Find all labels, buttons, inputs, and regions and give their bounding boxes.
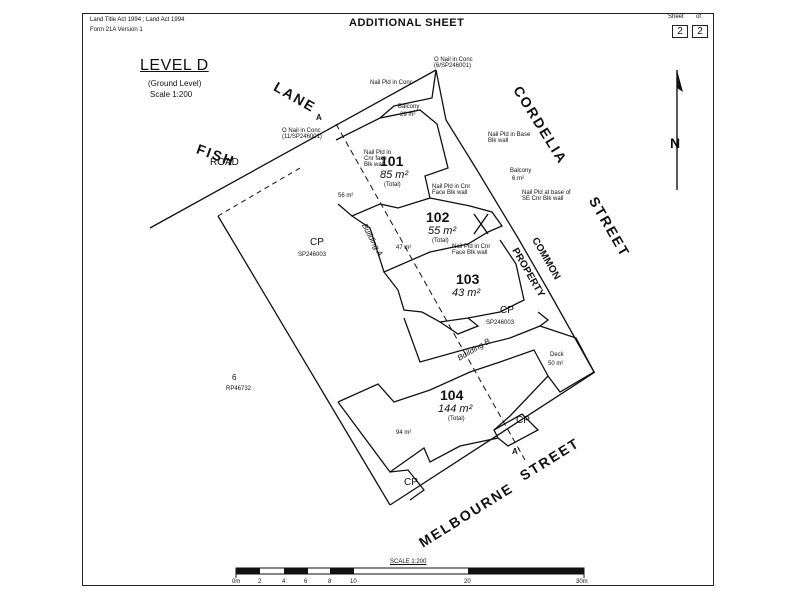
section-mark-a2: A' [512, 447, 520, 456]
lot-6-number: 6 [232, 373, 237, 382]
sheet-number-box: Sheet of 2 2 [666, 14, 712, 38]
scale-bar [235, 567, 585, 578]
lot-104-area: 144 m² [438, 403, 473, 415]
note-nail-pld: Nail Pld in Cnr face Blk wall [364, 150, 392, 168]
road-label: ROAD [210, 157, 239, 168]
deck-label: Deck [550, 352, 564, 358]
balcony-2-label: Balcony [510, 168, 532, 174]
lot-102-area: 55 m² [428, 225, 457, 237]
cp-main-label: CP [310, 237, 324, 248]
sheet-number: 2 [672, 25, 688, 38]
balcony-2-area: 6 m² [512, 176, 524, 182]
scale-tick-4: 4 [282, 579, 286, 585]
cp-box-right-label: CP [516, 415, 530, 426]
lot-101-total: (Total) [384, 182, 401, 188]
lot-104-outline [337, 349, 549, 473]
form-version: Form 21A Version 1 [90, 27, 143, 33]
scale-tick-6: 6 [304, 579, 308, 585]
lot-101-sub: 56 m² [338, 193, 354, 199]
cp-small-plan: SP246003 [486, 320, 515, 326]
plan-frame [82, 13, 714, 586]
sheet-total: 2 [692, 25, 708, 38]
lot-103-outline [383, 239, 525, 323]
cp-main-plan: SP246003 [298, 252, 327, 258]
cross-mark [473, 213, 489, 235]
deck-area: 50 m² [548, 361, 564, 367]
west-boundary [217, 215, 391, 506]
north-label: N [670, 135, 681, 151]
note-nail-conc: Nail Pld in Conc [370, 80, 413, 86]
scale-tick-20: 20 [464, 579, 471, 585]
sheet-label: Sheet [668, 14, 684, 20]
balcony-outline [379, 69, 437, 119]
scale-tick-8: 8 [328, 579, 332, 585]
cp-box-right [493, 413, 540, 447]
balcony-1-area: 29 m² [400, 112, 416, 118]
lot-103-number: 103 [456, 271, 480, 287]
balcony-1-label: Balcony [398, 104, 420, 110]
note-face-wall-2: Nail Pld in Cnr Face Blk wall [452, 244, 491, 256]
scale-tick-0: 0m [232, 579, 241, 585]
lot-102-outline [351, 197, 503, 273]
sheet-title: ADDITIONAL SHEET [349, 17, 465, 29]
scale-tick-30: 30m [576, 579, 588, 585]
level-scale: Scale 1:200 [150, 90, 193, 99]
level-subtitle: (Ground Level) [148, 79, 202, 88]
fish-lane-boundary [149, 69, 437, 229]
lot-104-total: (Total) [448, 416, 465, 422]
lot-102-total: (Total) [432, 238, 449, 244]
note-nail-top: O Nail in Conc (6/SP246001) [434, 57, 473, 69]
lot-102-number: 102 [426, 209, 450, 225]
of-label: of [696, 14, 702, 20]
note-face-wall-1: Nail Pld in Cnr Face Blk wall [432, 184, 471, 196]
east-boundary [435, 69, 595, 373]
deck-outline [539, 325, 595, 393]
cp-small-box [439, 317, 480, 335]
lot-104-sub: 94 m² [396, 430, 412, 436]
building-b-outline [403, 311, 550, 363]
lot-104-number: 104 [440, 387, 464, 403]
lot-101-number: 101 [380, 153, 404, 169]
section-mark-a: A [316, 113, 322, 122]
scale-tick-2: 2 [258, 579, 262, 585]
lot-101-area: 85 m² [380, 169, 409, 181]
lot-6-plan: RP46732 [226, 386, 252, 392]
north-arrow [676, 70, 683, 190]
section-line [335, 123, 526, 461]
frontage-dash [217, 167, 301, 217]
legislation-note: Land Title Act 1994 ; Land Act 1994 [90, 17, 185, 23]
lot-102-sub: 47 m² [396, 245, 412, 251]
cp-box-left-label: CP [404, 477, 418, 488]
scale-tick-10: 10 [350, 579, 357, 585]
note-base-wall: Nail Pld in Base Blk wall [488, 132, 531, 144]
cp-small-label: CP [500, 305, 514, 316]
cp-box-left [389, 469, 425, 501]
lot-101-outline [335, 109, 449, 217]
level-title-block: LEVEL D (Ground Level) Scale 1:200 [118, 58, 208, 104]
scale-bar-title: SCALE 1:200 [390, 559, 427, 565]
lot-103-area: 43 m² [452, 287, 481, 299]
note-nail-left: O Nail in Conc (11/SP246001) [282, 128, 322, 140]
level-title: LEVEL D [140, 57, 209, 74]
note-base-corner: Nail Pld at base of SE Cnr Blk wall [522, 190, 571, 202]
